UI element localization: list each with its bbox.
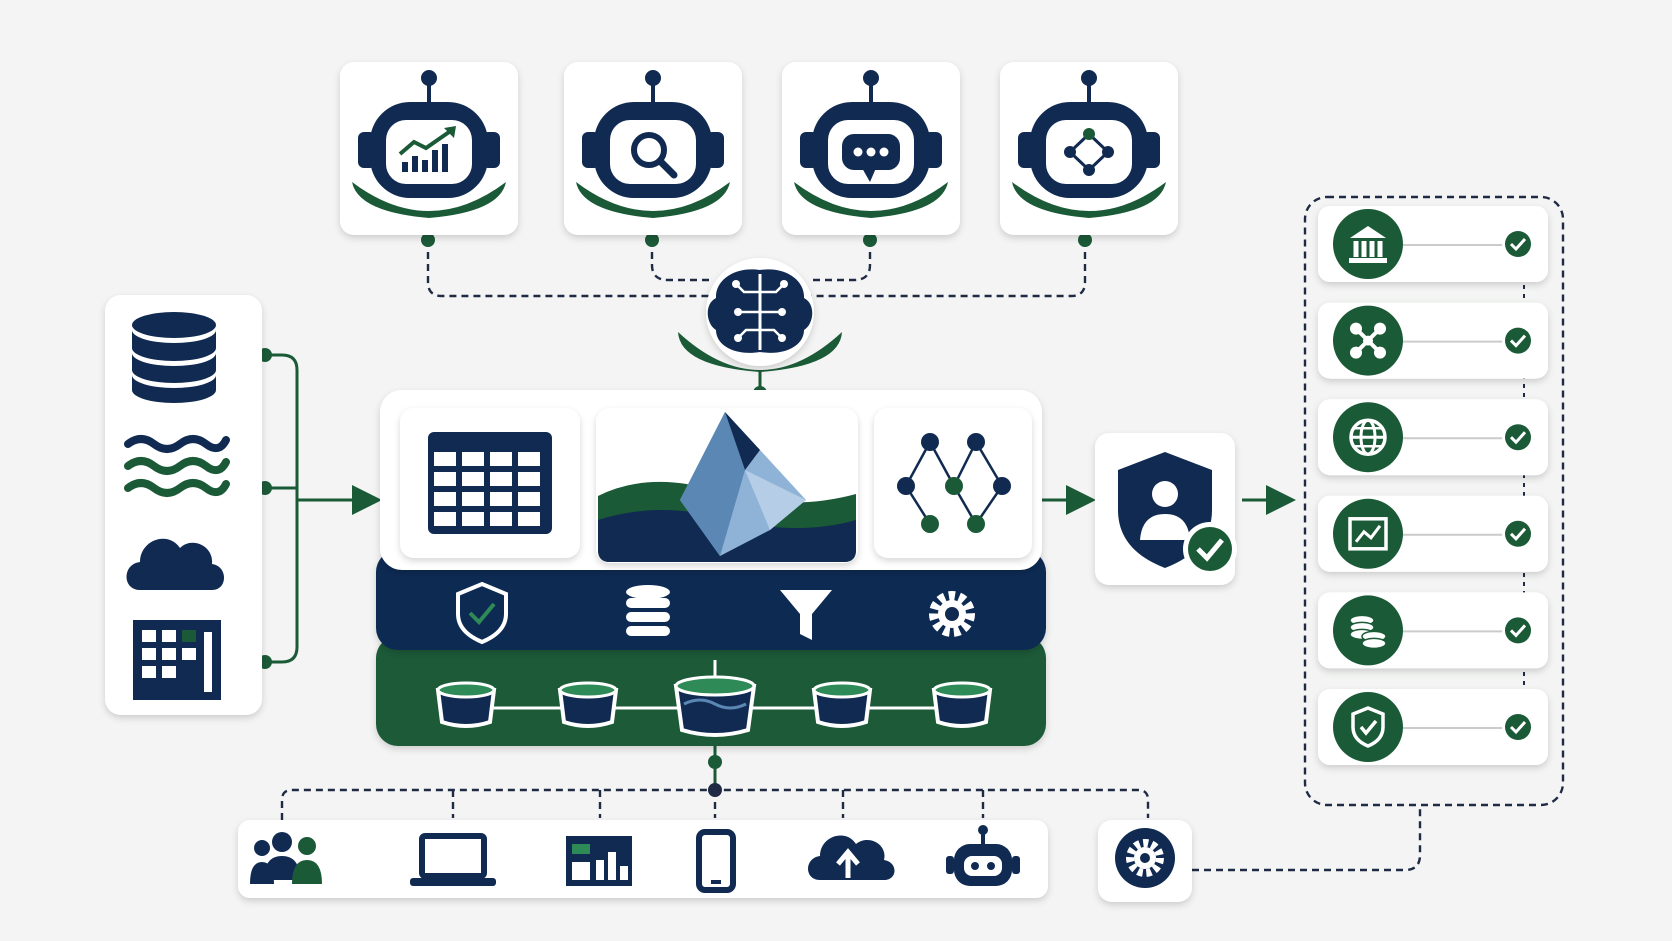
streaming-source[interactable] (124, 435, 230, 497)
network-graph-icon (897, 433, 1011, 533)
search-agent[interactable] (564, 62, 742, 235)
bucket-icon (931, 681, 993, 728)
bank-icon (1333, 209, 1403, 279)
iceberg-panel[interactable] (596, 408, 858, 563)
bucket-1[interactable] (435, 681, 497, 728)
graph-agent[interactable] (1000, 62, 1178, 235)
database-source[interactable] (132, 312, 216, 403)
mobile-endpoint[interactable] (696, 829, 736, 893)
phone-icon (696, 829, 736, 893)
database-icon (132, 312, 216, 403)
spreadsheet-icon (133, 620, 221, 700)
spreadsheet-source[interactable] (133, 620, 221, 700)
shield-check-icon (1333, 692, 1403, 762)
governance-service[interactable] (456, 581, 508, 645)
check-icon (1502, 711, 1534, 743)
gear-icon (929, 591, 975, 637)
bucket-icon (673, 675, 757, 737)
check-icon (1502, 517, 1534, 550)
sources-panel (105, 295, 262, 715)
check-icon (1502, 324, 1534, 357)
lakehouse-core (376, 390, 1046, 746)
bucket-4[interactable] (811, 681, 873, 728)
brain-circuit-icon (707, 269, 813, 353)
settings-node[interactable] (1098, 820, 1192, 902)
users-icon (250, 832, 322, 884)
compliance-consumer[interactable] (1318, 689, 1548, 765)
waves-icon (124, 435, 230, 497)
dashboard-icon (566, 836, 632, 886)
cloud-upload-endpoint[interactable] (808, 835, 895, 880)
ai-brain-hub[interactable] (678, 258, 842, 372)
storage-buckets (435, 660, 993, 737)
analytics-agent[interactable] (340, 62, 518, 235)
bot-endpoint[interactable] (946, 825, 1020, 886)
central-bucket[interactable] (673, 675, 757, 737)
cloud-source[interactable] (126, 538, 225, 590)
node-graph-icon (1064, 128, 1114, 176)
bucket-icon (435, 681, 497, 728)
chart-window-icon (1333, 498, 1403, 569)
consumers-panel (1303, 195, 1565, 807)
settings-service[interactable] (929, 591, 975, 637)
reporting-consumer[interactable] (1318, 495, 1548, 572)
laptop-icon (410, 833, 496, 886)
bucket-icon (811, 681, 873, 728)
user-shield-check-icon (1118, 452, 1237, 576)
graph-panel[interactable] (874, 408, 1032, 558)
bucket-2[interactable] (557, 681, 619, 728)
filter-service[interactable] (780, 590, 832, 640)
check-icon (1502, 228, 1534, 260)
iceberg-icon (598, 412, 856, 562)
integration-consumer[interactable] (1318, 302, 1548, 379)
bucket-icon (557, 681, 619, 728)
agents-row (340, 62, 1178, 235)
check-icon (1502, 421, 1534, 454)
endpoints-panel (238, 820, 1048, 898)
network-x-icon (1333, 305, 1403, 376)
finance-consumer[interactable] (1318, 592, 1548, 669)
robot-icon (946, 825, 1020, 886)
web-consumer[interactable] (1318, 399, 1548, 476)
cloud-upload-icon (808, 835, 895, 880)
grid-table-icon (428, 432, 552, 534)
storage-service[interactable] (626, 585, 670, 636)
table-format-panel[interactable] (400, 408, 580, 558)
banking-consumer[interactable] (1318, 206, 1548, 282)
chart-up-icon (398, 126, 456, 172)
coins-icon (1333, 595, 1403, 666)
globe-icon (1333, 402, 1403, 473)
magnifier-icon (631, 132, 678, 179)
shield-check-icon (456, 581, 508, 645)
database-stack-icon (626, 585, 670, 636)
dashboard-endpoint[interactable] (566, 836, 632, 886)
bucket-5[interactable] (931, 681, 993, 728)
cloud-icon (126, 538, 224, 590)
speech-bubble-icon (842, 134, 900, 182)
connectors (258, 233, 1422, 872)
users-endpoint[interactable] (250, 832, 322, 884)
gear-icon (1115, 828, 1175, 888)
chat-agent[interactable] (782, 62, 960, 235)
security-gate[interactable] (1095, 433, 1237, 585)
check-icon (1502, 614, 1534, 647)
funnel-icon (780, 590, 832, 640)
laptop-endpoint[interactable] (410, 833, 496, 886)
